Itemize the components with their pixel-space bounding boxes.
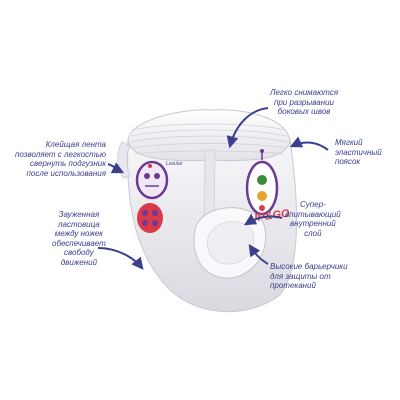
callout-line: слой [304, 228, 322, 238]
callout-line: поясок [335, 157, 361, 166]
ladybug-print-right [245, 149, 279, 216]
callout-line: после использования [26, 168, 106, 178]
arrow-sticky-tape [107, 162, 125, 174]
svg-text:Lovular: Lovular [166, 161, 183, 167]
callout-line: Зауженная [58, 210, 100, 219]
callout-barrier-cuffs: Высокие барьерчики для защиты от протека… [270, 262, 348, 291]
callout-line: свободу [64, 248, 94, 257]
callout-line: свернуть подгузник [30, 159, 106, 168]
callout-line: Высокие барьерчики [270, 262, 348, 271]
callout-line: при разрывании [273, 97, 335, 107]
callout-narrow-crotch: Зауженная ластовица между ножек обеспечи… [52, 210, 106, 267]
ladybug-print-left [135, 160, 169, 200]
arrow-easy-remove [226, 107, 269, 149]
callout-line: между ножек [54, 229, 104, 238]
callout-line: для защиты от [270, 271, 331, 281]
callout-super-layer: Супер- впитывающий внутренний слой [285, 200, 341, 238]
callout-line: Клейщая лента [45, 140, 106, 149]
callout-line: Мягкий [335, 138, 363, 147]
callout-line: эластичный [335, 147, 382, 157]
callout-soft-waist: Мягкий эластичный поясок [335, 138, 382, 167]
callout-line: обеспечивает [52, 238, 106, 248]
callout-line: Супер- [300, 200, 326, 209]
brand-logo: Lovular [166, 161, 183, 167]
callout-line: внутренний [289, 219, 336, 228]
callout-line: боковых швов [277, 107, 331, 116]
arrow-barrier-cuffs [248, 244, 269, 265]
arrow-narrow-crotch [97, 247, 144, 270]
callout-line: впитывающий [285, 209, 341, 219]
callout-line: ластовица [58, 219, 100, 229]
callout-sticky-tape: Клейщая лента позволяет с легкостью свер… [15, 140, 106, 178]
arrow-soft-waist [289, 136, 329, 151]
arrow-super-layer [243, 213, 283, 226]
ladybug-print-red [137, 203, 163, 233]
callout-line: позволяет с легкостью [14, 149, 106, 159]
callout-line: Легко снимаются [270, 88, 338, 97]
callout-line: протеканий [270, 281, 316, 290]
callout-line: движений [60, 257, 98, 267]
callout-easy-remove: Легко снимаются при разрывании боковых ш… [270, 88, 338, 117]
